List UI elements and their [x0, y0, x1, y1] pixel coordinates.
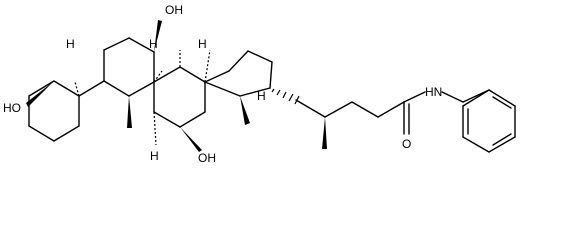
- label-amide-o: O: [402, 137, 411, 151]
- ring-b: [78, 37, 155, 97]
- label-amide-n: HN: [425, 85, 442, 99]
- structure-diagram: OH HO OH HN O H H H H H: [3, 3, 516, 165]
- stereo-hydrogens: [74, 49, 211, 146]
- label-oh-bottom: OH: [198, 151, 216, 165]
- ring-d: [204, 50, 273, 97]
- ring-a: [28, 80, 80, 142]
- wedge-10-methyl: [127, 96, 132, 128]
- ring-c: [153, 66, 206, 128]
- wedge-3-oh: [26, 81, 54, 107]
- structure-svg: OH HO OH HN O H H H H H: [3, 3, 516, 165]
- wedge-20-methyl: [322, 117, 327, 149]
- label-ho-left: HO: [3, 101, 21, 115]
- benzene-ring: [462, 89, 516, 153]
- atom-labels: OH HO OH HN O H H H H H: [3, 3, 442, 165]
- wedge-7-oh: [154, 20, 162, 52]
- label-h-c17: H: [257, 89, 266, 103]
- hash-17-sidechain: [271, 88, 300, 105]
- label-h-c5: H: [66, 37, 75, 51]
- label-oh-top: OH: [165, 3, 183, 17]
- label-h-c9b: H: [150, 149, 159, 163]
- wedge-13-methyl: [240, 96, 250, 125]
- wedge-12-oh: [180, 127, 202, 152]
- label-h-c14: H: [198, 37, 207, 51]
- substituent-bonds: [26, 20, 490, 152]
- label-h-c9: H: [149, 37, 158, 51]
